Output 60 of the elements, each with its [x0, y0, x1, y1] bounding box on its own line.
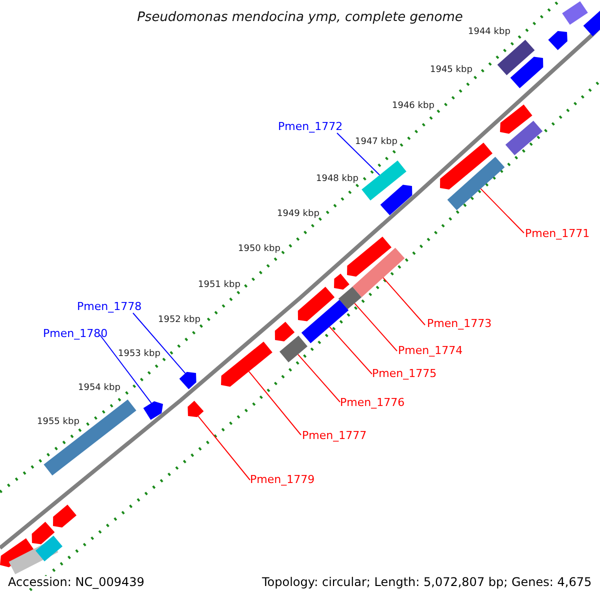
gene-label: Pmen_1776	[340, 397, 405, 408]
tick-label: 1947 kbp	[355, 138, 398, 147]
tick-label: 1946 kbp	[392, 102, 434, 111]
gene-block	[352, 248, 405, 298]
tick-label: 1954 kbp	[78, 384, 120, 393]
gene-label: Pmen_1772	[278, 121, 343, 132]
gene-block	[362, 160, 406, 200]
gene-label: Pmen_1773	[427, 318, 492, 329]
gene-block	[36, 536, 62, 562]
leader-line	[198, 416, 250, 480]
gene-block-pointed	[440, 142, 492, 190]
gene-block	[338, 286, 362, 310]
gene-label: Pmen_1775	[372, 368, 437, 379]
tick-label: 1945 kbp	[430, 66, 472, 75]
leader-line	[132, 312, 186, 374]
leader-line	[336, 132, 380, 176]
gene-block	[280, 336, 308, 362]
tick-label: 1953 kbp	[118, 350, 160, 359]
gene-block	[497, 40, 535, 76]
gene-block-pointed	[334, 274, 350, 290]
leader-line	[382, 277, 426, 326]
tick-label: 1952 kbp	[158, 316, 200, 325]
leader-line	[100, 334, 152, 404]
gene-block	[301, 300, 349, 344]
gene-block-pointed	[32, 522, 55, 544]
gene-block	[562, 1, 588, 25]
tick-label: 1951 kbp	[198, 281, 240, 290]
gene-label: Pmen_1778	[77, 301, 142, 312]
gene-block-pointed	[179, 372, 196, 390]
leader-line	[248, 370, 302, 436]
gene-block-pointed	[380, 184, 412, 216]
gene-label: Pmen_1779	[250, 474, 315, 485]
info-text: Accession: NC_009439	[8, 576, 144, 588]
gene-label: Pmen_1777	[302, 430, 367, 441]
gene-block-pointed	[53, 504, 76, 528]
gene-block-pointed	[510, 56, 544, 88]
gene-label: Pmen_1771	[525, 228, 590, 239]
gene-block	[447, 156, 505, 210]
gene-block-pointed	[298, 286, 335, 322]
leader-line	[480, 188, 524, 234]
tick-label: 1944 kbp	[468, 28, 510, 37]
gene-block-pointed	[347, 236, 392, 277]
info-text: Topology: circular; Length: 5,072,807 bp; Genes: 4,675	[262, 576, 592, 588]
tick-label: 1948 kbp	[316, 175, 358, 184]
leader-line	[329, 326, 372, 374]
gene-label: Pmen_1780	[43, 328, 108, 339]
tick-label: 1949 kbp	[277, 210, 320, 219]
gene-block-pointed	[274, 322, 295, 342]
tick-label: 1950 kbp	[238, 245, 280, 254]
title: Pseudomonas mendocina ymp, complete genome	[137, 11, 463, 24]
leader-line	[298, 354, 340, 402]
gene-label: Pmen_1774	[398, 345, 463, 356]
gene-block-pointed	[143, 401, 163, 420]
gene-block-pointed	[188, 400, 204, 418]
tick-label: 1955 kbp	[37, 418, 80, 427]
gene-block-pointed	[221, 342, 272, 387]
gene-block	[505, 120, 543, 156]
gene-block-pointed	[548, 31, 568, 50]
gene-block-pointed	[500, 104, 532, 134]
leader-line	[354, 302, 398, 352]
